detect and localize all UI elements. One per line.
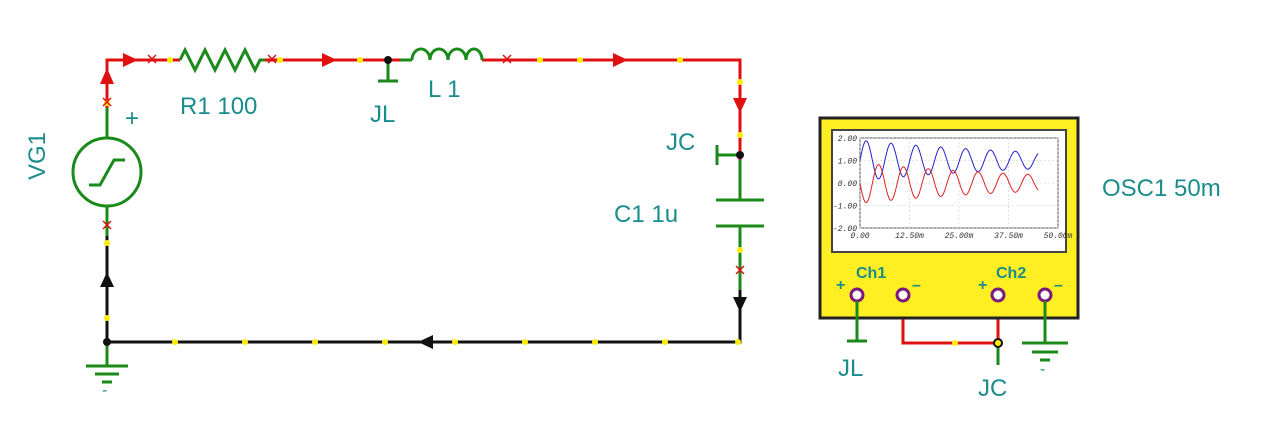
jl-scope-label: JL: [838, 355, 863, 382]
junction-jl[interactable]: [378, 56, 398, 83]
ground-icon-scope[interactable]: [1022, 301, 1068, 362]
y-tick-label: -1.00: [833, 203, 857, 212]
ch2-label: Ch2: [996, 265, 1026, 282]
probe-jl[interactable]: [847, 301, 867, 343]
ch1-minus: –: [912, 277, 921, 294]
x-tick-label: 50.00m: [1044, 232, 1073, 241]
osc1-label: OSC1 50m: [1102, 175, 1221, 202]
junction-jc[interactable]: [715, 145, 744, 165]
capacitor-icon[interactable]: [716, 160, 764, 290]
c1-label: C1 1u: [614, 201, 678, 228]
voltage-generator-step-icon[interactable]: [71, 108, 143, 236]
y-tick-label: 2.00: [838, 135, 857, 144]
node-dots: [104, 57, 958, 346]
ch2-plus: +: [978, 277, 987, 294]
current-arrows: [100, 53, 747, 349]
vg1-plus-label: +: [125, 105, 139, 132]
scope-terminals[interactable]: [849, 287, 1053, 303]
jc-scope-label: JC: [978, 375, 1007, 402]
ch2-minus: –: [1054, 277, 1063, 294]
y-tick-label: 0.00: [838, 180, 857, 189]
y-tick-label: 1.00: [838, 158, 857, 167]
trace-ch1: [859, 140, 1039, 180]
pin-marks: [102, 54, 745, 275]
x-tick-label: 25.00m: [945, 232, 974, 241]
vg1-label: VG1: [24, 132, 51, 180]
ch1-plus: +: [836, 277, 845, 294]
x-tick-label: 12.50m: [895, 232, 924, 241]
gnd-left-minus: -: [102, 382, 107, 399]
resistor-icon[interactable]: [178, 46, 265, 74]
inductor-icon[interactable]: [400, 47, 484, 62]
r1-label: R1 100: [180, 93, 257, 120]
jl-top-label: JL: [370, 101, 395, 128]
gnd-right-minus: -: [1040, 361, 1045, 378]
l1-label: L 1: [428, 76, 460, 103]
x-tick-label: 0.00: [850, 232, 869, 241]
jc-right-label: JC: [666, 129, 695, 156]
ch1-label: Ch1: [856, 265, 886, 282]
y-tick-label: -2.00: [833, 225, 857, 234]
x-tick-label: 37.50m: [994, 232, 1023, 241]
ground-icon[interactable]: [86, 342, 128, 384]
trace-ch2: [859, 164, 1039, 204]
